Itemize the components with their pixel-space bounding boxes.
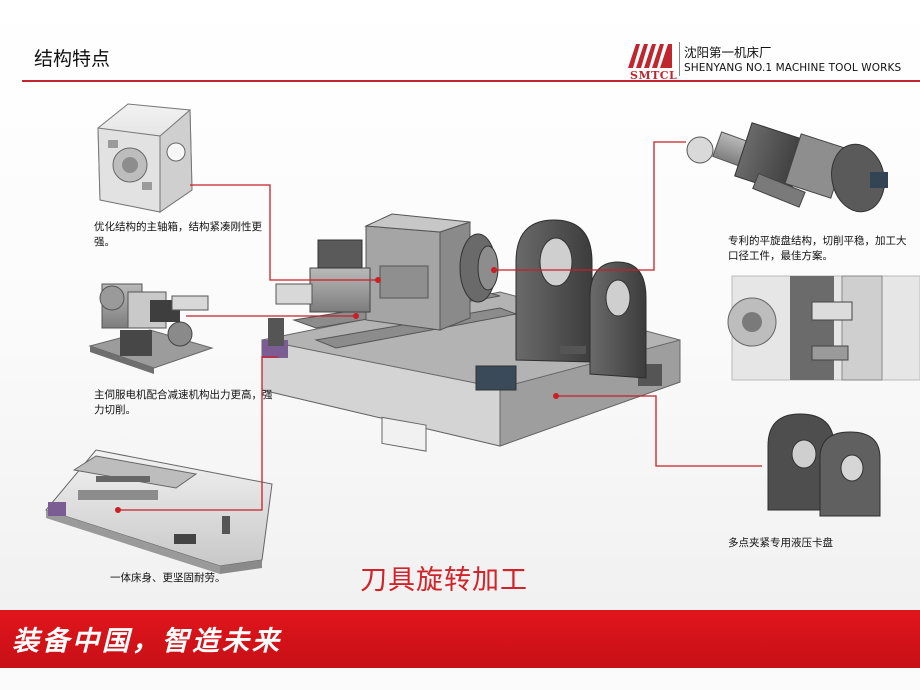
callout-bed: 一体床身、更坚固耐劳。 bbox=[110, 572, 226, 584]
leader-dot-facing-head bbox=[491, 267, 497, 273]
spindle-box-image bbox=[97, 103, 193, 213]
logo-divider bbox=[679, 42, 680, 76]
leader-dot-hydraulic-chuck bbox=[553, 393, 559, 399]
leader-dots bbox=[115, 267, 559, 513]
footer-slogan: 装备中国，智造未来 bbox=[12, 626, 282, 657]
servo-motor-image bbox=[88, 283, 214, 374]
bed-image bbox=[45, 449, 273, 574]
header-divider bbox=[22, 80, 920, 82]
callout-hydraulic-chuck: 多点夹紧专用液压卡盘 bbox=[728, 537, 833, 549]
leader-dot-servo-motor bbox=[353, 313, 359, 319]
callout-spindle-box: 优化结构的主轴箱，结构紧凑刚性更强。 bbox=[94, 221, 262, 248]
leader-line-spindle-box bbox=[190, 184, 378, 281]
company-name-en: SHENYANG NO.1 MACHINE TOOL WORKS bbox=[684, 62, 902, 74]
leader-line-hydraulic-chuck bbox=[556, 395, 762, 467]
footer-banner bbox=[0, 610, 920, 668]
footer-bottom-strip bbox=[0, 668, 920, 690]
main-caption: 刀具旋转加工 bbox=[360, 565, 528, 596]
smtcl-logo-icon bbox=[628, 44, 672, 68]
leader-line-bed bbox=[118, 356, 278, 511]
leader-line-facing-head bbox=[494, 141, 686, 271]
company-name-cn: 沈阳第一机床厂 bbox=[684, 45, 772, 60]
callout-facing-head: 专利的平旋盘结构，切削平稳，加工大口径工件，最佳方案。 bbox=[728, 235, 907, 262]
facing-head-image bbox=[686, 122, 888, 213]
logo-text: SMTCL bbox=[630, 69, 678, 82]
main-machine-image bbox=[261, 213, 681, 452]
leader-dot-bed bbox=[115, 507, 121, 513]
hydraulic-chuck-image bbox=[767, 413, 881, 517]
illustration-canvas bbox=[45, 103, 920, 574]
callout-servo-motor: 主伺服电机配合减速机构出力更高，强力切削。 bbox=[94, 389, 273, 416]
leader-dot-spindle-box bbox=[375, 277, 381, 283]
facing-head-detail-image bbox=[727, 275, 920, 381]
page-title: 结构特点 bbox=[34, 48, 111, 70]
leader-lines bbox=[118, 141, 762, 511]
